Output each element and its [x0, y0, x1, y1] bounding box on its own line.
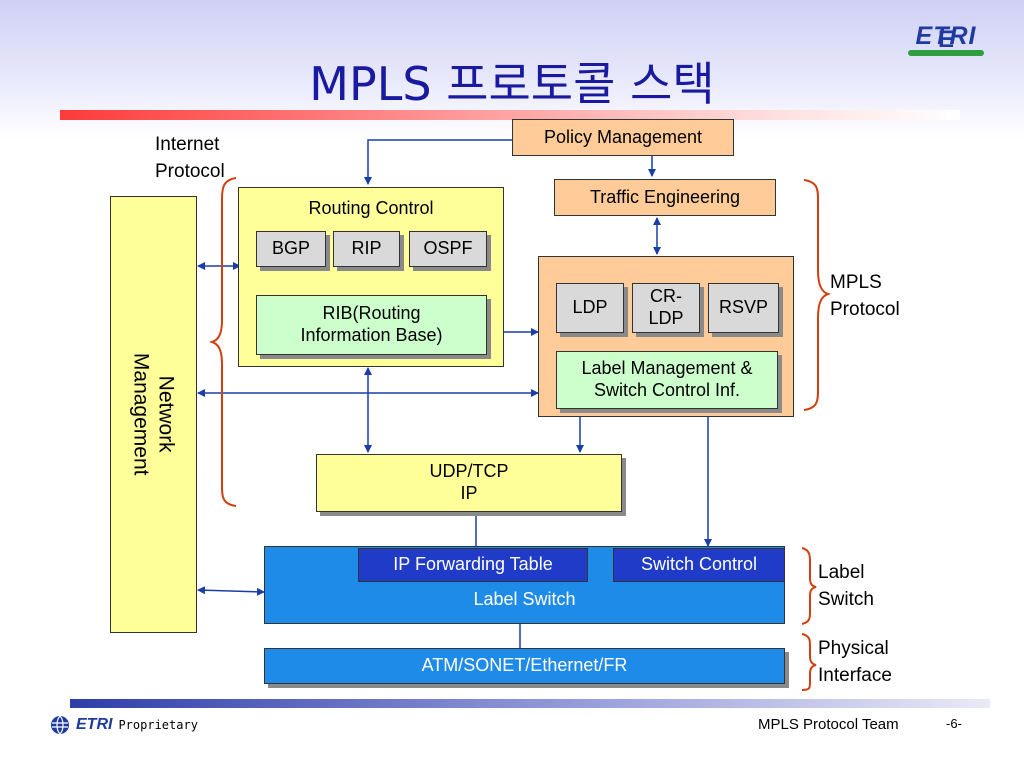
brace-label-switch: [801, 547, 817, 625]
internet-protocol-line1: Internet: [155, 134, 220, 155]
physical-interface-box: ATM/SONET/Ethernet/FR: [264, 648, 785, 684]
svg-text:E: E: [938, 26, 954, 53]
footer-proprietary: Proprietary: [118, 718, 198, 732]
footer-team: MPLS Protocol Team: [758, 716, 899, 733]
arrow-nm-labelswitch: [197, 586, 265, 596]
network-management-line2: Management: [129, 353, 153, 476]
label-mgmt-line1: Label Management &: [581, 358, 753, 379]
udp-tcp-line1: UDP/TCP: [429, 461, 509, 482]
physical-interface-label: Physical Interface: [818, 636, 892, 689]
etri-logo-mark: E: [908, 26, 984, 56]
network-management-box: Network Management: [110, 196, 197, 633]
brace-mpls-protocol: [803, 179, 832, 411]
ip-forwarding-table-box: IP Forwarding Table: [358, 548, 588, 582]
routing-control-title: Routing Control: [308, 198, 434, 218]
crldp-line2: LDP: [648, 308, 684, 328]
brace-physical-interface: [801, 633, 817, 691]
label-mgmt-line2: Switch Control Inf.: [593, 380, 741, 400]
bgp-box: BGP: [256, 231, 326, 267]
udp-tcp-line2: IP: [460, 483, 478, 503]
crldp-line1: CR-: [650, 286, 682, 307]
label-switch-line2: Switch: [818, 588, 874, 610]
title-divider: [60, 110, 960, 120]
rib-line1: RIB(Routing: [322, 303, 421, 324]
udp-tcp-ip-box: UDP/TCP IP: [316, 454, 622, 512]
mpls-protocol-line1: MPLS: [830, 272, 882, 293]
physical-interface-line2: Interface: [818, 664, 892, 686]
footer-logo-text: ETRI: [76, 716, 113, 733]
ospf-box: OSPF: [409, 231, 487, 267]
globe-icon: [51, 715, 69, 735]
policy-management-box: Policy Management: [512, 119, 734, 156]
traffic-engineering-box: Traffic Engineering: [554, 179, 776, 216]
page-number: -6-: [946, 716, 962, 731]
network-management-text: Network Management: [128, 353, 178, 476]
ldp-box: LDP: [556, 283, 624, 333]
crldp-box: CR- LDP: [632, 283, 700, 333]
arrow-policy-to-routing: [364, 139, 512, 185]
network-management-line1: Network: [154, 375, 178, 454]
label-management-box: Label Management & Switch Control Inf.: [556, 351, 778, 409]
physical-interface-line1: Physical: [818, 638, 889, 659]
etri-logo-text: ETRI: [915, 22, 977, 50]
rip-box: RIP: [333, 231, 400, 267]
internet-protocol-line2: Protocol: [155, 160, 225, 182]
switch-control-box: Switch Control: [613, 548, 785, 582]
etri-logo: E ETRI: [904, 22, 988, 60]
mpls-protocol-line2: Protocol: [830, 298, 900, 320]
rib-line2: Information Base): [300, 325, 443, 345]
label-switch-label: Label Switch: [818, 560, 874, 613]
brace-internet-protocol: [208, 177, 237, 507]
rib-box: RIB(Routing Information Base): [256, 295, 487, 355]
label-switch-line1: Label: [818, 562, 865, 583]
footer-logo: ETRI Proprietary: [50, 714, 198, 736]
label-switch-text: Label Switch: [473, 589, 576, 610]
footer-divider: [70, 699, 990, 708]
internet-protocol-label: Internet Protocol: [155, 132, 225, 185]
page-title: MPLS 프로토콜 스택: [309, 57, 715, 111]
rsvp-box: RSVP: [708, 283, 779, 333]
mpls-protocol-label: MPLS Protocol: [830, 270, 900, 323]
